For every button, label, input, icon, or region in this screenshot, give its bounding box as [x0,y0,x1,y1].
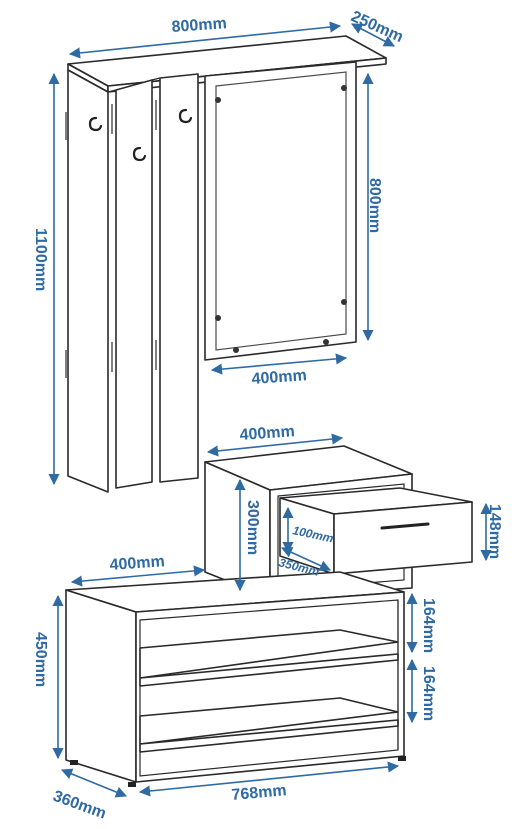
board-1 [67,69,109,493]
drawer-handle [380,522,430,530]
label-top-depth: 250mm [348,8,405,46]
label-top-width: 800mm [171,15,227,36]
label-mirror-width: 400mm [251,367,307,388]
board-2 [115,79,153,489]
hook-icon [132,146,147,162]
hook-icon [88,116,103,132]
shoe-bench [65,571,406,787]
cabinet-opening [277,483,405,591]
hook-icon [178,108,193,124]
label-drawer-height: 148mm [486,504,503,559]
dimension-lines [48,21,492,798]
label-cabinet-top-width: 400mm [239,423,295,444]
drawer-front [333,501,473,575]
label-panel-height: 1100mm [32,228,49,291]
label-shelf-height-1: 164mm [420,598,437,653]
board-3 [159,73,199,483]
label-mirror-height: 800mm [366,178,383,233]
label-bench-width: 768mm [231,782,287,804]
label-shelf-height-2: 164mm [420,666,437,721]
bench-left-side [65,589,137,783]
wall-panel-unit [65,35,387,493]
mirror-glass [215,71,347,351]
label-bench-top-width: 400mm [109,553,165,574]
label-bench-depth: 360mm [51,788,109,823]
label-cabinet-height: 300mm [244,500,261,555]
label-bench-height: 450mm [32,632,49,687]
